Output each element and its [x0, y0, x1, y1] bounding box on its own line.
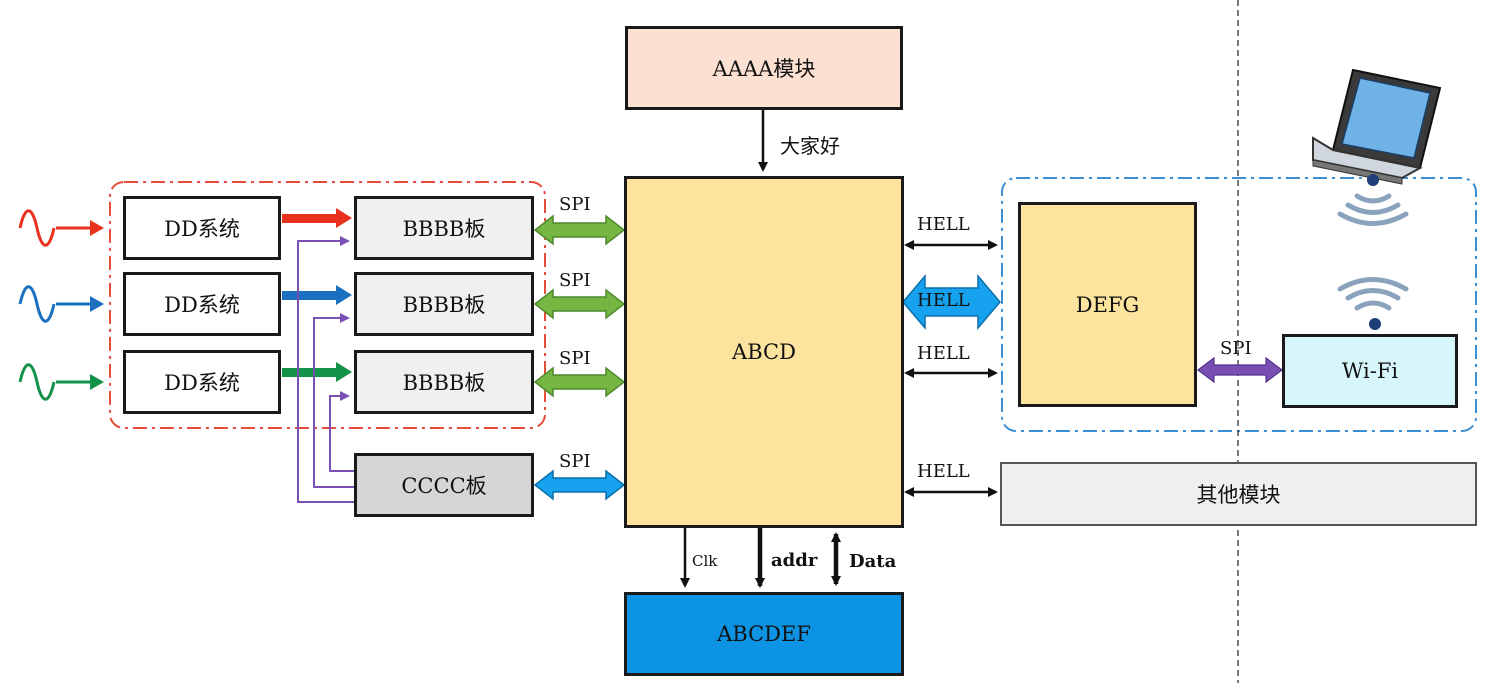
hell-label-2: HELL — [917, 290, 970, 311]
spi-label-2: SPI — [559, 270, 591, 291]
blue-signal-icon — [18, 285, 104, 323]
spi-label-4: SPI — [559, 451, 591, 472]
other-module-box: 其他模块 — [1000, 462, 1477, 526]
board-box-1: BBBB板 — [354, 196, 534, 260]
spi-arrow-3 — [533, 366, 626, 398]
wifi-module-icon — [1337, 277, 1409, 330]
control-board-box: CCCC板 — [354, 453, 534, 517]
top-module-box: AAAA模块 — [625, 26, 903, 110]
addr-label: addr — [771, 550, 818, 571]
wireless-module-box: DEFG — [1018, 202, 1197, 407]
purple-feed-lines — [297, 236, 354, 503]
red-signal-icon — [18, 209, 104, 247]
spi-arrow-2 — [533, 288, 626, 320]
board-box-2: BBBB板 — [354, 272, 534, 336]
core-box: ABCD — [624, 176, 904, 528]
data-label: Data — [849, 551, 897, 572]
green-source-arrow — [282, 362, 352, 382]
right-group-border — [1001, 177, 1477, 432]
red-source-arrow — [282, 208, 352, 228]
hell-link-2 — [902, 273, 1001, 331]
board-box-3: BBBB板 — [354, 350, 534, 414]
spi-arrow-4 — [533, 469, 626, 501]
hell-label-3: HELL — [917, 343, 970, 364]
blue-source-arrow — [282, 285, 352, 305]
memory-box: ABCDEF — [624, 592, 904, 676]
green-signal-icon — [18, 363, 104, 401]
laptop-icon — [1312, 68, 1442, 185]
top-link-label: 大家好 — [780, 134, 840, 158]
spi-label-3: SPI — [559, 348, 591, 369]
hell-label-1: HELL — [917, 214, 970, 235]
source-box-2: DD系统 — [123, 272, 281, 336]
source-box-3: DD系统 — [123, 350, 281, 414]
left-group-border — [109, 181, 546, 429]
clk-label: Clk — [692, 552, 718, 570]
source-box-1: DD系统 — [123, 196, 281, 260]
spi-arrow-1 — [533, 214, 626, 246]
wireless-spi-label: SPI — [1220, 338, 1252, 359]
hell-label-4: HELL — [917, 461, 970, 482]
wireless-spi-arrow — [1197, 356, 1283, 384]
laptop-wifi-icon — [1337, 174, 1409, 226]
spi-label-1: SPI — [559, 194, 591, 215]
wifi-box: Wi-Fi — [1282, 334, 1458, 408]
